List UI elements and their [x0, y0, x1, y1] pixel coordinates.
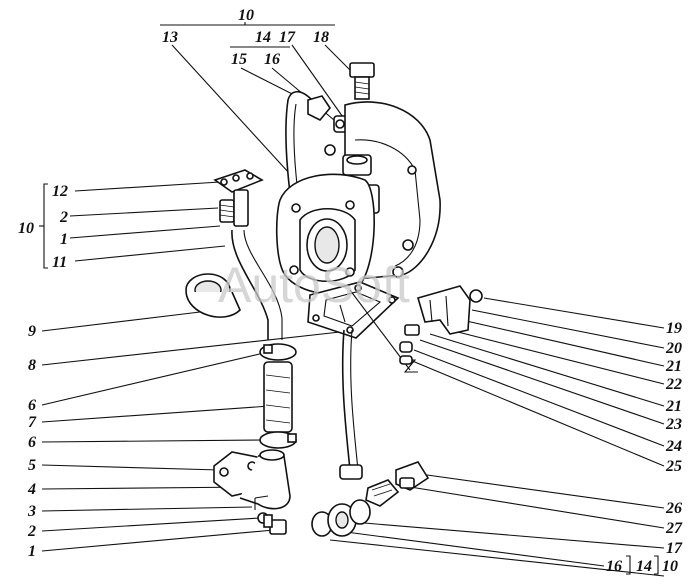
- label-21-upper: 21: [665, 358, 682, 375]
- label-3: 3: [27, 503, 36, 520]
- label-7: 7: [28, 414, 37, 431]
- label-26: 26: [665, 500, 682, 517]
- label-top-17: 17: [279, 29, 296, 46]
- label-20: 20: [665, 340, 682, 357]
- label-top-16: 16: [264, 51, 280, 68]
- label-group-10: 10: [18, 220, 34, 237]
- label-17-upper: 17: [666, 540, 683, 557]
- label-19: 19: [666, 320, 682, 337]
- label-22: 22: [665, 376, 682, 393]
- hose-7: [263, 361, 293, 433]
- label-14-bottom: 14: [636, 558, 652, 575]
- left-labels: 9 8 6 7 6 5 4 3 2 1: [27, 311, 341, 560]
- bolt-1: [263, 514, 287, 535]
- label-4: 4: [27, 481, 36, 498]
- label-9: 9: [28, 323, 36, 340]
- top-leader-lines: [171, 44, 353, 186]
- label-group-11: 11: [52, 254, 67, 271]
- label-10-bottom: 10: [662, 558, 678, 575]
- label-6-lower: 6: [28, 434, 36, 451]
- flange-plate-12: [213, 169, 264, 193]
- right-labels: 19 20 21 22 21 23 24 25 26 27 17 16 14 1…: [329, 297, 683, 577]
- drain-pipe: [339, 289, 418, 480]
- label-23: 23: [665, 416, 682, 433]
- label-25: 25: [665, 458, 682, 475]
- watermark: AutoSoft: [218, 257, 410, 313]
- label-24: 24: [665, 438, 682, 455]
- label-top-10: 10: [238, 7, 254, 24]
- label-6-upper: 6: [28, 397, 36, 414]
- label-top-13: 13: [162, 29, 178, 46]
- bolt-18: [349, 62, 375, 100]
- label-21-lower: 21: [665, 398, 682, 415]
- label-top-14: 14: [255, 29, 271, 46]
- banjo-fitting-16: [311, 499, 371, 537]
- adapter-26: [395, 461, 430, 491]
- hose-9: [185, 273, 241, 318]
- top-callout-group: 10 13 14 17 18 15 16: [160, 7, 335, 68]
- label-group-2: 2: [59, 209, 68, 226]
- label-top-18: 18: [313, 29, 329, 46]
- left-group-bracket: 10 12 2 1 11: [18, 181, 226, 271]
- washer-3: [254, 495, 269, 510]
- elbow-fitting-4: [213, 449, 291, 510]
- label-5: 5: [28, 457, 36, 474]
- label-group-12: 12: [52, 183, 68, 200]
- label-2: 2: [27, 523, 36, 540]
- label-1: 1: [28, 543, 36, 560]
- label-top-15: 15: [231, 51, 247, 68]
- label-group-1: 1: [60, 231, 68, 248]
- turbocharger-housing: [275, 101, 441, 295]
- bracket-assembly: [399, 285, 483, 365]
- label-27: 27: [665, 520, 683, 537]
- clamp-6-lower: [259, 431, 297, 449]
- union-nut-27: [365, 479, 400, 507]
- clamp-6-upper: [259, 343, 297, 361]
- gasket-8: [307, 281, 400, 339]
- label-16-bottom: 16: [606, 558, 622, 575]
- label-8: 8: [28, 357, 36, 374]
- pipe-11: [219, 189, 283, 340]
